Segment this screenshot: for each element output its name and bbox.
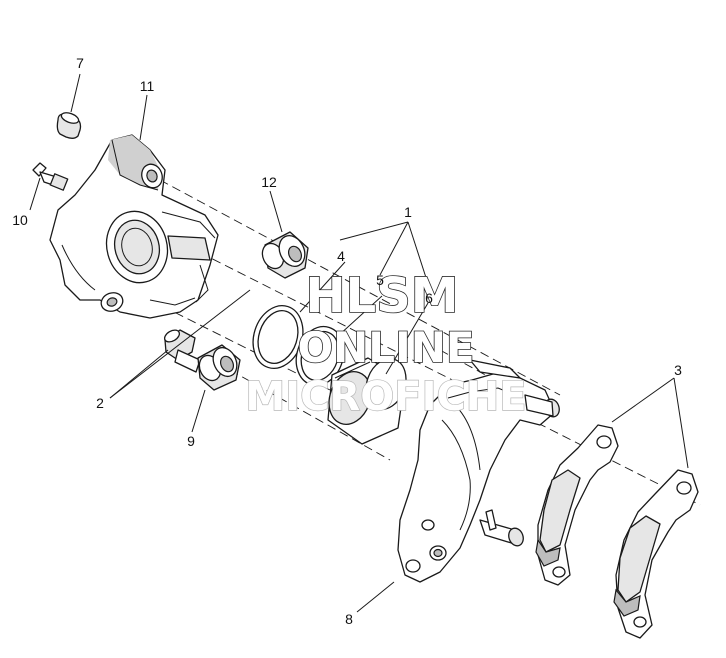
callout-12: 12: [261, 174, 277, 190]
slide-pin-part-2: [163, 329, 201, 373]
callout-4: 4: [337, 248, 345, 264]
callout-6: 6: [425, 290, 433, 306]
callout-5: 5: [376, 272, 384, 288]
dust-cap-part-7: [56, 112, 82, 139]
watermark: HLSM ONLINE MICROFICHE: [245, 267, 528, 421]
seal-ring-part-5: [295, 325, 345, 387]
brake-pad-outer-part-3: [613, 469, 699, 639]
dust-boot-part-12: [261, 231, 309, 279]
caliper-body-part-11: [49, 134, 219, 319]
bleeder-screw-part-10: [32, 162, 69, 191]
callout-labels: 1 2 3 4 5 6 7 8 9 10 11 12: [12, 55, 682, 627]
callout-10: 10: [12, 212, 28, 228]
piston-part-6: [327, 357, 407, 445]
seal-ring-part-4: [252, 305, 304, 369]
callout-7: 7: [76, 55, 84, 71]
brake-pad-inner-part-3: [535, 424, 619, 586]
callout-8: 8: [345, 611, 353, 627]
leader-lines: [29, 73, 689, 613]
callout-9: 9: [187, 433, 195, 449]
callout-2: 2: [96, 395, 104, 411]
callout-11: 11: [140, 78, 155, 94]
watermark-line-2: ONLINE: [297, 323, 474, 372]
pin-boot-part-9: [197, 344, 241, 391]
caliper-bracket-part-8: [397, 359, 560, 583]
callout-3: 3: [674, 362, 682, 378]
watermark-line-1: HLSM: [305, 268, 458, 324]
callout-1: 1: [404, 204, 412, 220]
watermark-line-3: MICROFICHE: [245, 374, 526, 420]
